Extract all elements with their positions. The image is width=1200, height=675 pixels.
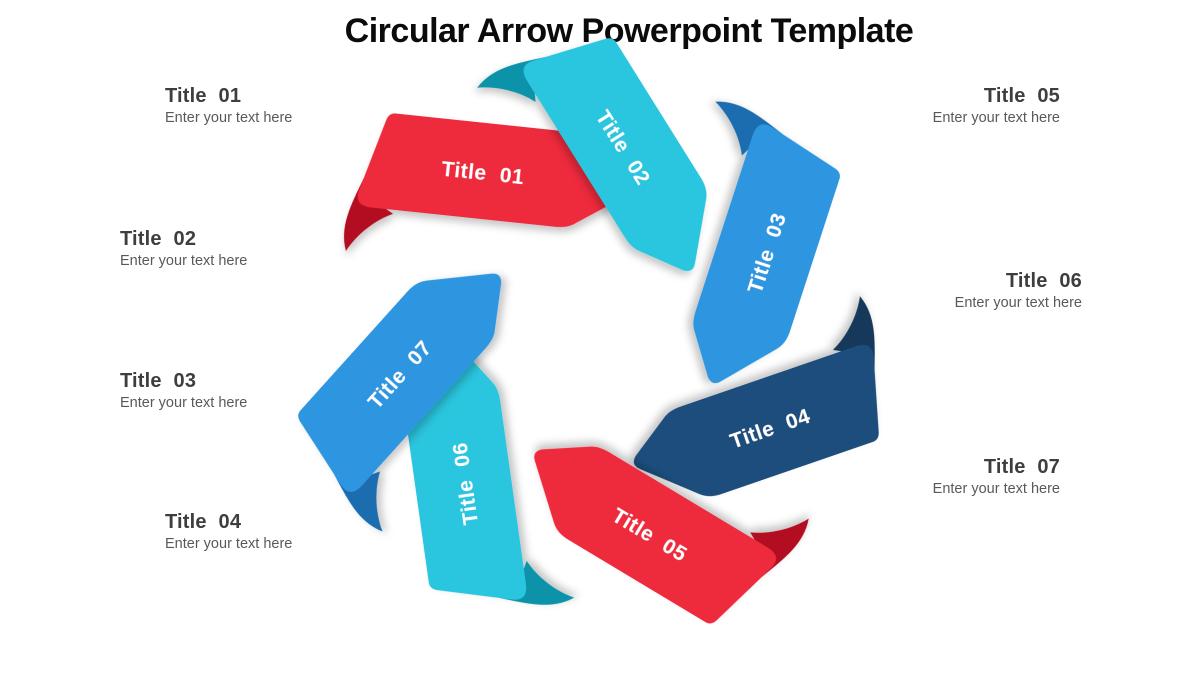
side-label-subtitle: Enter your text here xyxy=(165,110,293,126)
arrow-title-02[interactable]: Title 02 xyxy=(475,9,740,315)
side-label-subtitle: Enter your text here xyxy=(165,536,293,552)
side-label-title-05[interactable]: Title 05 Enter your text here xyxy=(830,85,1060,126)
side-label-subtitle: Enter your text here xyxy=(954,295,1082,311)
side-label-subtitle: Enter your text here xyxy=(120,395,248,411)
side-label-title-07[interactable]: Title 07 Enter your text here xyxy=(830,456,1060,497)
side-label-title-03[interactable]: Title 03 Enter your text here xyxy=(120,370,350,411)
side-label-title-01[interactable]: Title 01 Enter your text here xyxy=(165,85,395,126)
side-label-title: Title 06 xyxy=(1005,270,1082,292)
arrow-title-04[interactable]: Title 04 xyxy=(606,294,909,518)
arrow-title-07[interactable]: Title 07 xyxy=(275,237,562,535)
side-label-subtitle: Enter your text here xyxy=(120,253,248,269)
arrow-title-01[interactable]: Title 01 xyxy=(342,109,628,279)
side-label-title: Title 04 xyxy=(165,511,242,533)
side-label-title: Title 03 xyxy=(120,370,197,392)
side-label-subtitle: Enter your text here xyxy=(932,481,1060,497)
side-label-title: Title 01 xyxy=(165,85,242,107)
side-label-title-04[interactable]: Title 04 Enter your text here xyxy=(165,511,395,552)
side-label-title: Title 07 xyxy=(983,456,1060,478)
side-label-title-06[interactable]: Title 06 Enter your text here xyxy=(852,270,1082,311)
arrow-title-05[interactable]: Title 05 xyxy=(505,380,812,642)
arrow-title-06[interactable]: Title 06 xyxy=(396,332,575,621)
side-label-title: Title 05 xyxy=(983,85,1060,107)
side-label-subtitle: Enter your text here xyxy=(932,110,1060,126)
side-label-title-02[interactable]: Title 02 Enter your text here xyxy=(120,228,350,269)
side-label-title: Title 02 xyxy=(120,228,197,250)
arrow-title-03[interactable]: Title 03 xyxy=(632,98,851,401)
slide-title[interactable]: Circular Arrow Powerpoint Template xyxy=(344,12,914,50)
